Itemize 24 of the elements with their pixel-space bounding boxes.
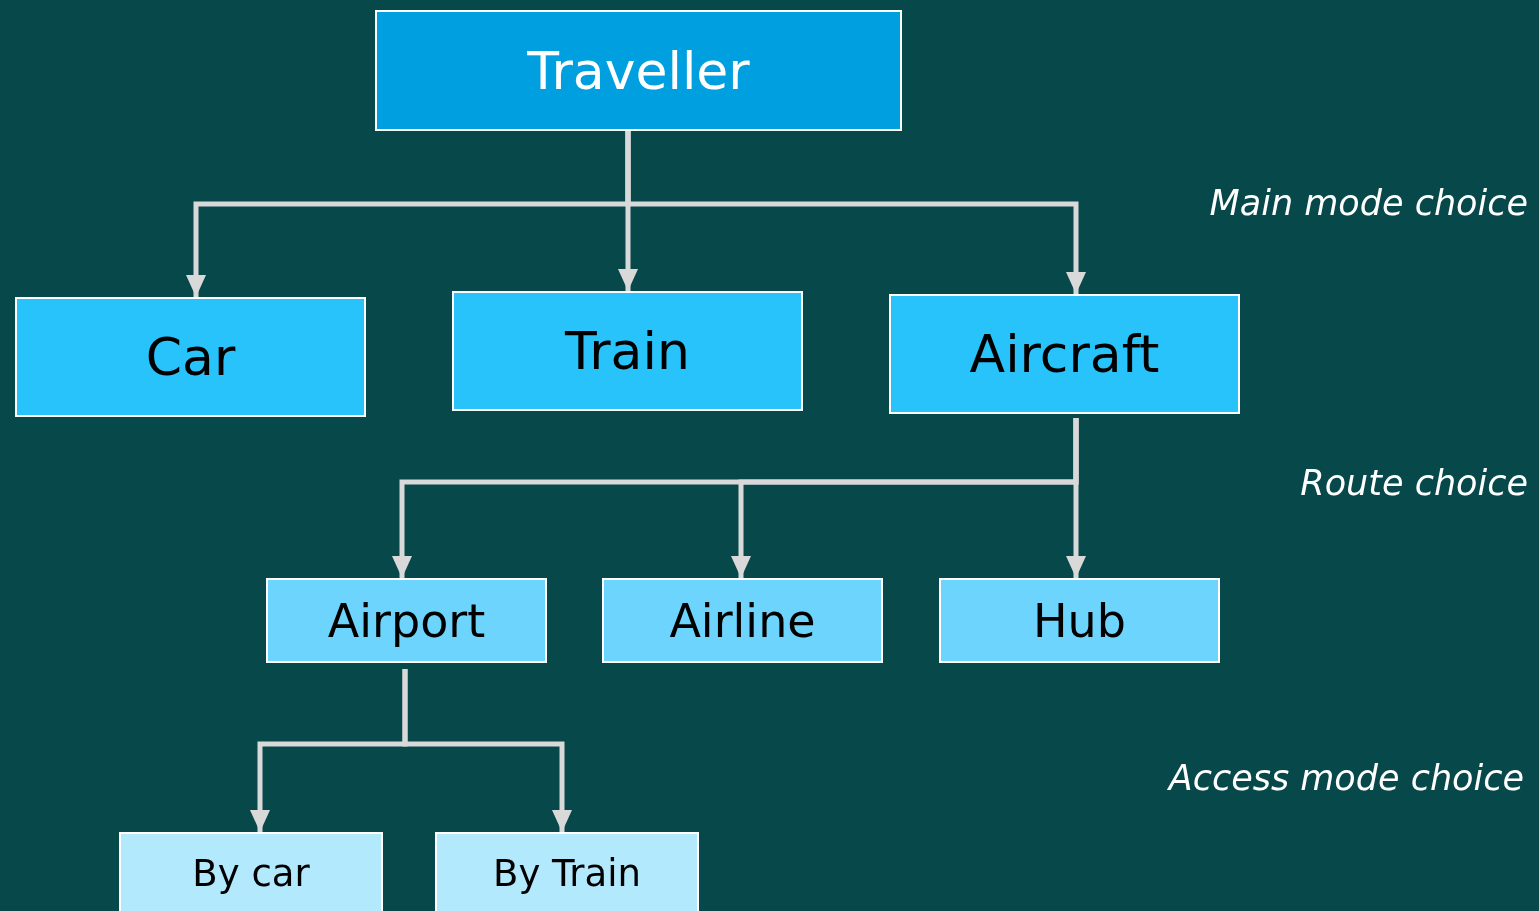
arrow [625, 131, 1086, 294]
node-label: Hub [1033, 593, 1126, 648]
arrow [402, 669, 572, 832]
node-label: Train [565, 321, 690, 381]
process-box [889, 294, 1240, 414]
process-box [375, 10, 902, 131]
node-label: Airline [669, 593, 816, 648]
process-box [939, 578, 1220, 663]
node-label: Airport [327, 593, 486, 648]
node-label: By Train [493, 851, 641, 895]
level-label: Access mode choice [1168, 758, 1524, 798]
node-label: Traveller [527, 40, 750, 101]
node-label: Car [145, 327, 236, 387]
node-label: Aircraft [969, 324, 1160, 384]
arrow [1066, 418, 1086, 578]
process-box [266, 578, 547, 663]
process-box [452, 291, 803, 411]
process-box [119, 832, 383, 911]
process-box [15, 297, 366, 417]
process-box [435, 832, 699, 911]
level-label: Main mode choice [1209, 183, 1528, 223]
node-label: By car [192, 851, 310, 895]
level-label: Route choice [1300, 463, 1528, 503]
process-box [602, 578, 883, 663]
